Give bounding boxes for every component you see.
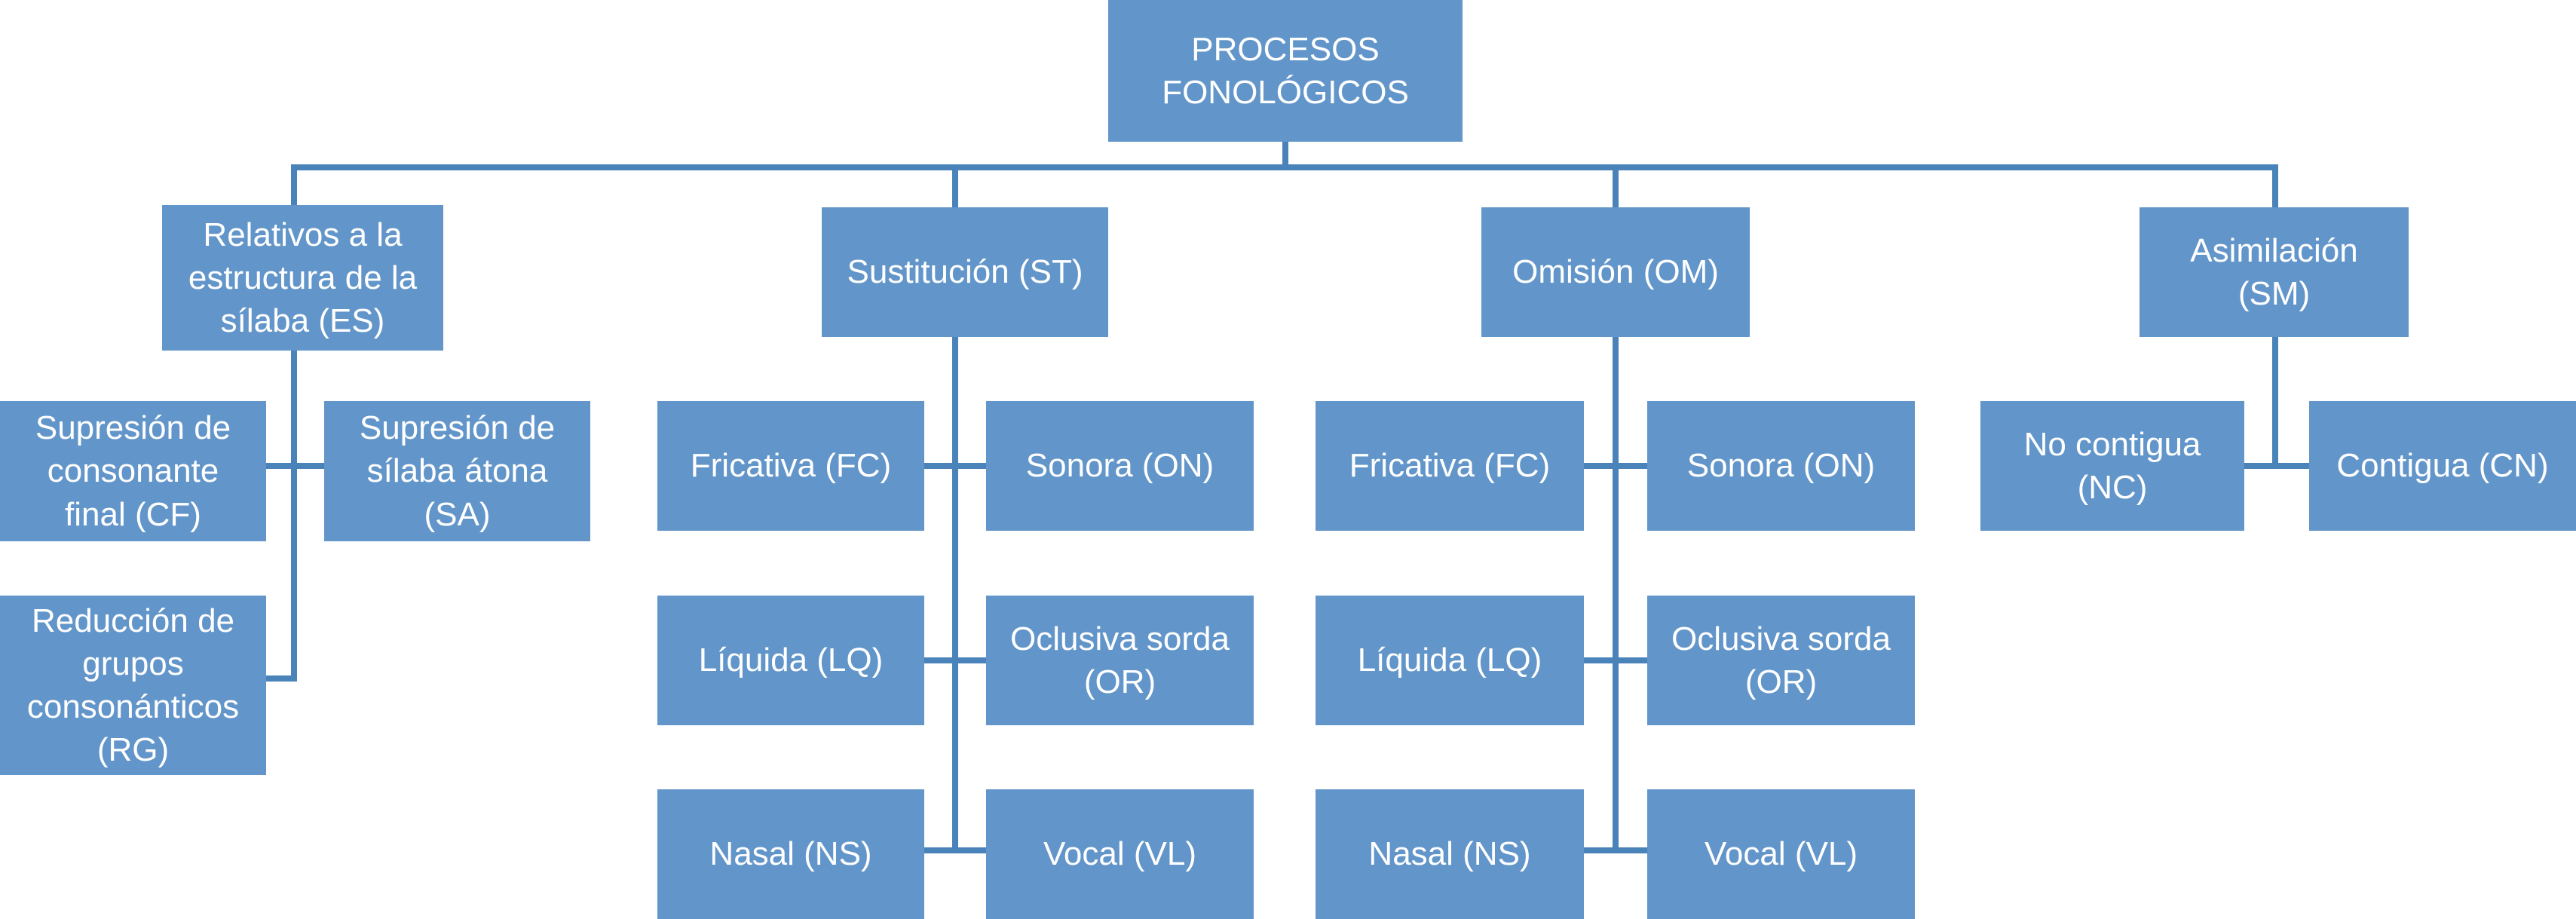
node-om: Omisión (OM) <box>1481 207 1750 337</box>
node-sm: Asimilación (SM) <box>2140 207 2409 337</box>
node-om-vl: Vocal (VL) <box>1647 789 1915 919</box>
node-om-fc: Fricativa (FC) <box>1316 401 1584 531</box>
node-om-ns: Nasal (NS) <box>1316 789 1584 919</box>
node-sm-nc: No contigua (NC) <box>1980 401 2244 531</box>
node-st: Sustitución (ST) <box>822 207 1108 337</box>
node-sm-cn: Contigua (CN) <box>2309 401 2576 531</box>
node-st-or: Oclusiva sorda (OR) <box>986 596 1254 725</box>
node-st-on: Sonora (ON) <box>986 401 1254 531</box>
node-es-sa: Supresión de sílaba átona (SA) <box>324 401 590 541</box>
node-om-on: Sonora (ON) <box>1647 401 1915 531</box>
node-st-lq: Líquida (LQ) <box>657 596 924 725</box>
node-om-or: Oclusiva sorda (OR) <box>1647 596 1915 725</box>
node-st-ns: Nasal (NS) <box>657 789 924 919</box>
node-es-cf: Supresión de consonante final (CF) <box>0 401 266 541</box>
node-om-lq: Líquida (LQ) <box>1316 596 1584 725</box>
node-st-vl: Vocal (VL) <box>986 789 1254 919</box>
node-root: PROCESOS FONOLÓGICOS <box>1108 0 1463 142</box>
node-es-rg: Reducción de grupos consonánticos (RG) <box>0 596 266 775</box>
node-st-fc: Fricativa (FC) <box>657 401 924 531</box>
node-es: Relativos a la estructura de la sílaba (… <box>162 205 443 351</box>
